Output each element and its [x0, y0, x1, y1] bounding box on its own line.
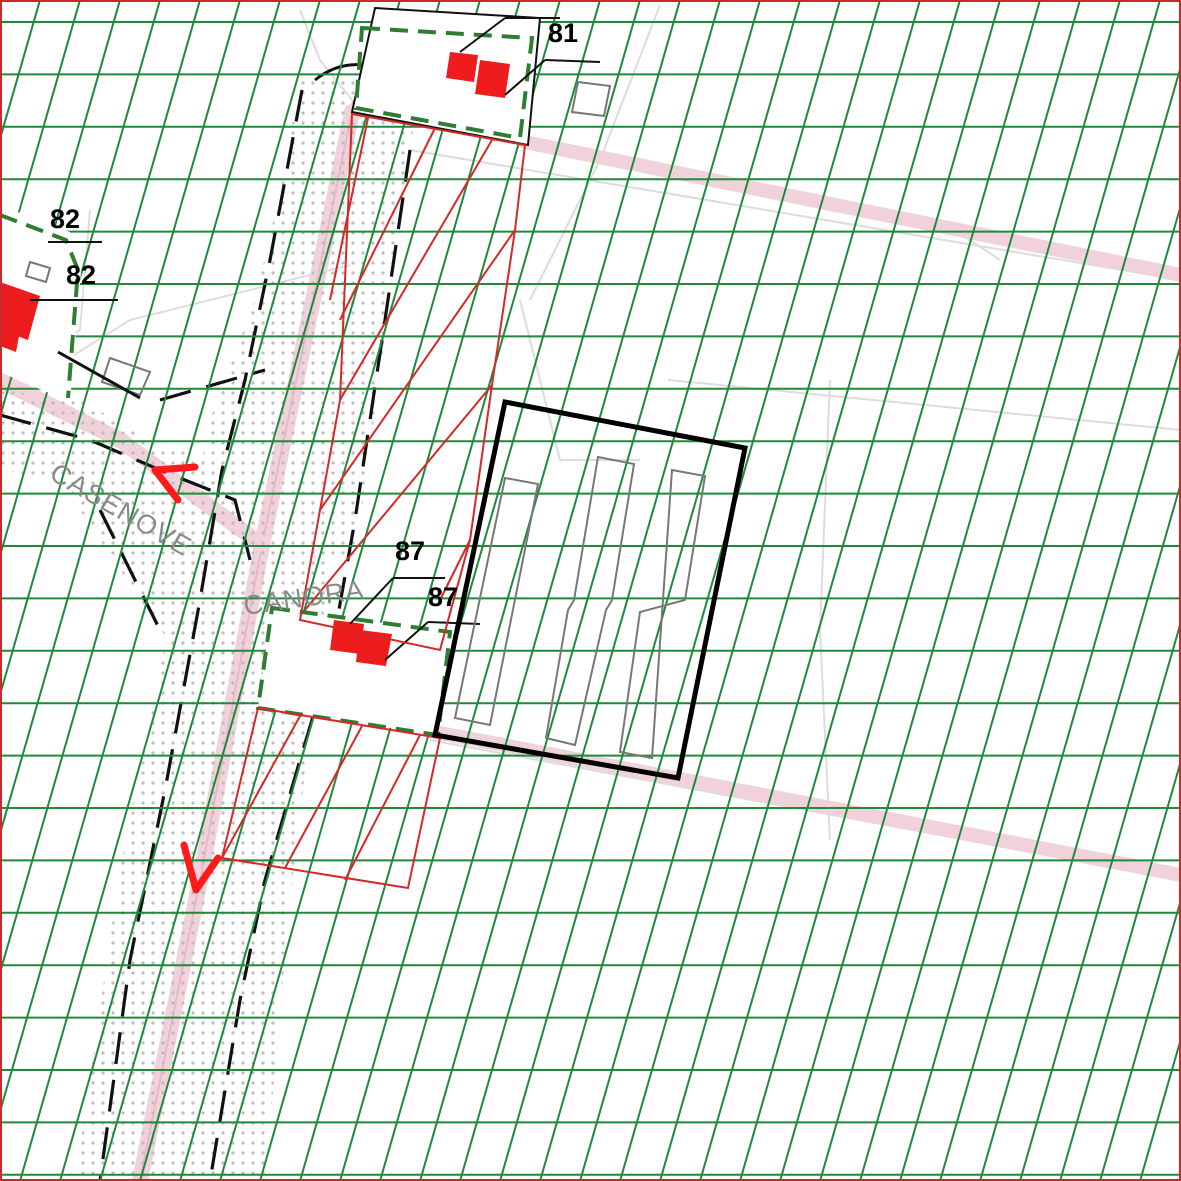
- hatch-line: [19, 0, 361, 1181]
- hatch-line: [619, 0, 961, 1181]
- parcel-label-81: 81: [548, 18, 578, 48]
- hatch-line: [379, 0, 721, 1181]
- block-2: [544, 455, 636, 747]
- parcel-label-82-bottom: 82: [66, 260, 96, 290]
- hatch-line: [0, 0, 161, 560]
- hatch-line: [259, 0, 601, 1181]
- hatch-line: [59, 0, 401, 1181]
- outbuilding-82-a: [24, 260, 52, 284]
- building-82-b: [0, 312, 22, 352]
- parcel-label-82-top: 82: [50, 204, 80, 234]
- arrow-south-icon: [180, 841, 222, 894]
- zone-82: [0, 205, 152, 402]
- direction-arrows: [151, 463, 222, 894]
- project-outline: [432, 399, 748, 781]
- red-construction-lines: [220, 112, 527, 890]
- hatch-line: [0, 0, 241, 838]
- parcel-label-87-bottom: 87: [428, 582, 458, 612]
- building-81-b: [475, 60, 510, 98]
- hatch-line: [0, 0, 81, 282]
- hatch-line: [339, 0, 681, 1181]
- hatch-line: [219, 0, 561, 1181]
- hatch-line: [819, 0, 1161, 1181]
- hatch-line: [899, 201, 1181, 1181]
- arrow-west-icon: [151, 463, 199, 504]
- hatch-line: [0, 0, 201, 699]
- hatch-line: [0, 0, 121, 421]
- hatch-line: [739, 0, 1081, 1181]
- hatch-line: [1019, 618, 1181, 1181]
- hatch-line: [299, 0, 641, 1181]
- hatch-line: [859, 62, 1181, 1181]
- block-1: [453, 476, 540, 727]
- building-81-a: [446, 52, 478, 82]
- hatch-line: [419, 0, 761, 1181]
- hatch-line: [979, 479, 1181, 1181]
- hatch-line: [699, 0, 1041, 1181]
- hatch-line: [459, 0, 801, 1181]
- hatch-line: [179, 0, 521, 1181]
- hatch-line: [539, 0, 881, 1181]
- hatch-line: [139, 0, 481, 1181]
- hatch-line: [779, 0, 1121, 1181]
- hatch-line: [1099, 896, 1181, 1181]
- road-east-upper: [518, 135, 1181, 282]
- hatch-line: [939, 340, 1181, 1181]
- hatch-line: [1059, 757, 1181, 1181]
- outbuilding-82-b: [100, 356, 152, 397]
- zone-81: [350, 6, 612, 147]
- block-3: [618, 468, 707, 760]
- hatch-line: [0, 0, 321, 1116]
- hatch-line: [0, 0, 281, 977]
- building-87-b: [356, 630, 392, 666]
- outbuilding-81: [570, 80, 612, 118]
- hatch-line: [99, 0, 441, 1181]
- parcel-label-87-top: 87: [395, 536, 425, 566]
- hatch-line: [499, 0, 841, 1181]
- hatch-line: [659, 0, 1001, 1181]
- hatch-line: [579, 0, 921, 1181]
- green-grid-horizontal: [0, 21, 1181, 1176]
